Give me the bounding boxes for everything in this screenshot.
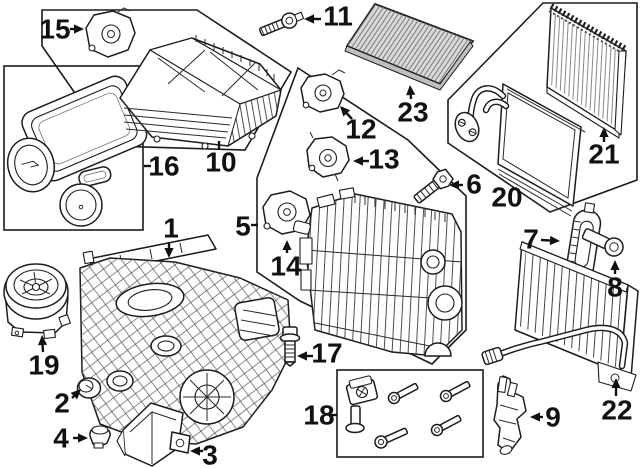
callout-20[interactable]: 20 xyxy=(491,182,522,213)
callout-3[interactable]: 3 xyxy=(190,440,218,468)
callout-arrowhead xyxy=(599,127,609,137)
callout-2[interactable]: 2 xyxy=(54,388,81,419)
callout-arrowhead xyxy=(304,14,314,24)
callout-1[interactable]: 1 xyxy=(163,213,179,259)
part-17-bolt xyxy=(279,326,301,367)
part-10-air-inlet-housing xyxy=(119,35,282,150)
callout-arrowhead xyxy=(530,412,540,422)
callout-4[interactable]: 4 xyxy=(53,423,88,454)
part-11-bolt xyxy=(258,11,305,37)
part-23-cabin-filter xyxy=(344,2,475,91)
callout-number[interactable]: 13 xyxy=(368,144,399,175)
callout-arrowhead xyxy=(610,260,620,270)
callout-11[interactable]: 11 xyxy=(304,1,353,32)
callout-10[interactable]: 10 xyxy=(205,141,237,178)
part-8-bolt xyxy=(581,228,624,257)
callout-number[interactable]: 4 xyxy=(53,423,69,454)
callout-7[interactable]: 7 xyxy=(523,224,560,255)
callout-number[interactable]: 9 xyxy=(545,402,561,433)
group-box-hardware-kit xyxy=(336,369,484,458)
group-box-evaporator xyxy=(447,2,638,213)
callout-arrowhead xyxy=(78,433,88,443)
part-19-blower-motor xyxy=(3,263,71,340)
callout-23[interactable]: 23 xyxy=(397,85,429,128)
part-4-clip xyxy=(89,425,111,449)
part-9-bracket xyxy=(493,375,527,455)
callout-arrowhead xyxy=(164,248,174,258)
callout-number[interactable]: 17 xyxy=(311,338,342,369)
callout-arrowhead xyxy=(70,389,81,400)
callout-arrowhead xyxy=(190,446,200,456)
callout-14[interactable]: 14 xyxy=(270,240,302,282)
callout-number[interactable]: 21 xyxy=(588,139,619,170)
part-16-seal-kit xyxy=(6,75,148,227)
callout-number[interactable]: 6 xyxy=(466,169,482,200)
callout-21[interactable]: 21 xyxy=(588,127,620,170)
callout-number[interactable]: 22 xyxy=(601,395,632,426)
callout-number[interactable]: 3 xyxy=(202,440,218,468)
callout-5[interactable]: 5 xyxy=(235,211,258,242)
part-13-actuator xyxy=(306,131,350,182)
callout-18[interactable]: 18 xyxy=(303,400,337,431)
callout-number[interactable]: 5 xyxy=(235,211,251,242)
part-18-hardware-kit xyxy=(345,375,471,449)
callout-number[interactable]: 10 xyxy=(205,147,236,178)
part-3-drain-bracket xyxy=(116,402,191,467)
callout-arrowhead xyxy=(340,106,351,117)
callout-number[interactable]: 19 xyxy=(28,350,59,381)
callout-13[interactable]: 13 xyxy=(353,144,400,175)
callout-arrowhead xyxy=(611,378,621,388)
callout-number[interactable]: 14 xyxy=(270,251,302,282)
callout-15[interactable]: 15 xyxy=(39,14,84,45)
group-box-seal-kit xyxy=(3,65,144,231)
callout-number[interactable]: 20 xyxy=(491,182,522,213)
callout-22[interactable]: 22 xyxy=(601,378,633,426)
hvac-housing-assembly xyxy=(299,187,463,357)
part-21-evaporator-core xyxy=(546,3,628,139)
callout-17[interactable]: 17 xyxy=(297,338,343,369)
callout-number[interactable]: 18 xyxy=(303,400,334,431)
group-box-air-inlet xyxy=(41,9,293,151)
part-20-evaporator-assembly xyxy=(454,83,586,217)
part-12-actuator xyxy=(300,69,346,113)
stud xyxy=(345,405,365,434)
callout-12[interactable]: 12 xyxy=(340,106,377,145)
part-1-main-housing xyxy=(79,234,292,445)
callout-arrowhead xyxy=(282,240,292,250)
callout-arrowhead xyxy=(37,335,48,346)
callout-9[interactable]: 9 xyxy=(530,402,561,433)
callout-number[interactable]: 12 xyxy=(345,114,376,145)
callout-6[interactable]: 6 xyxy=(449,169,482,200)
group-box-main-housing xyxy=(256,66,467,365)
callout-number[interactable]: 7 xyxy=(523,224,539,255)
callout-number[interactable]: 15 xyxy=(39,14,70,45)
part-2-grommet xyxy=(76,377,102,399)
callout-arrowhead xyxy=(549,235,560,246)
callout-arrowhead xyxy=(353,156,363,166)
callout-number[interactable]: 1 xyxy=(163,213,179,244)
part-22-heater-core xyxy=(481,241,639,392)
callout-19[interactable]: 19 xyxy=(28,335,60,381)
callout-number[interactable]: 8 xyxy=(607,272,623,303)
callout-number[interactable]: 11 xyxy=(323,1,353,32)
callout-number[interactable]: 16 xyxy=(148,151,179,182)
callout-number[interactable]: 23 xyxy=(397,97,428,128)
part-15-actuator xyxy=(85,7,136,58)
callout-arrowhead xyxy=(74,24,84,34)
part-6-sensor-bolt xyxy=(413,168,454,204)
callout-arrowhead xyxy=(449,180,459,190)
callout-arrowhead xyxy=(297,351,307,361)
callout-8[interactable]: 8 xyxy=(607,260,623,303)
part-14-actuator xyxy=(262,190,311,235)
callout-number[interactable]: 2 xyxy=(54,388,70,419)
callout-arrowhead xyxy=(406,85,416,96)
callout-16[interactable]: 16 xyxy=(144,151,180,182)
